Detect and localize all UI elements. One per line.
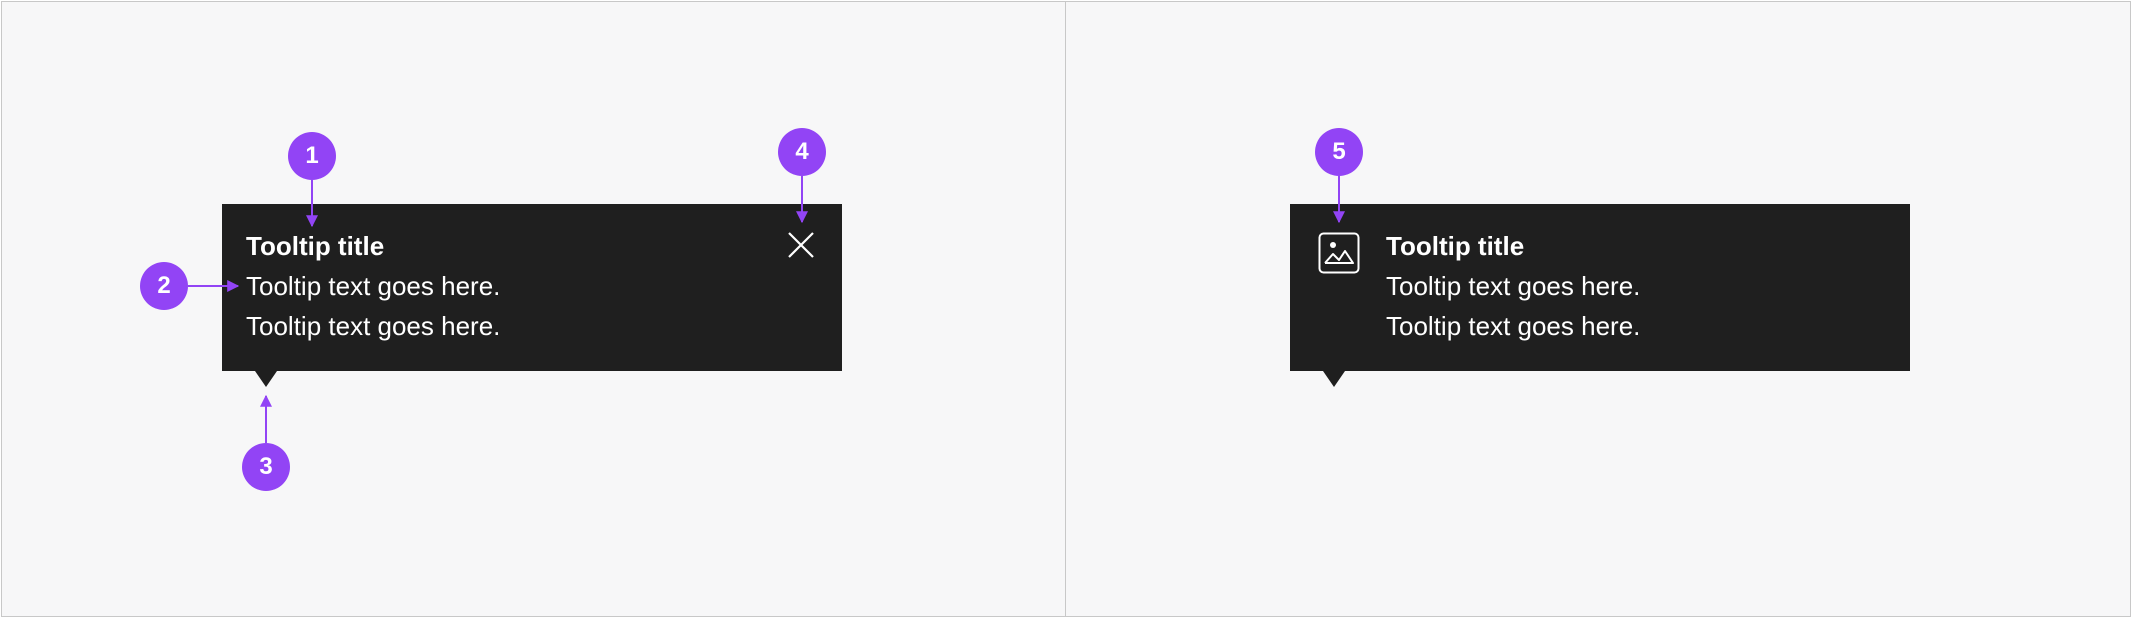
tooltip-text-line-2: Tooltip text goes here. xyxy=(1386,311,1641,341)
callout-4: 4 xyxy=(778,128,826,176)
tooltip-text-line-2: Tooltip text goes here. xyxy=(246,311,501,341)
callout-5: 5 xyxy=(1315,128,1363,176)
tooltip-with-close: Tooltip title Tooltip text goes here. To… xyxy=(222,204,842,387)
image-icon xyxy=(1318,232,1360,274)
tooltip-title: Tooltip title xyxy=(1386,231,1525,261)
tooltip-text-line-1: Tooltip text goes here. xyxy=(246,271,501,301)
tooltip-tail xyxy=(255,371,277,387)
tooltip-text-line-1: Tooltip text goes here. xyxy=(1386,271,1641,301)
tooltip-tail xyxy=(1323,371,1345,387)
callout-3: 3 xyxy=(242,443,290,491)
callout-2: 2 xyxy=(140,262,188,310)
close-icon[interactable] xyxy=(786,230,816,260)
tooltip-with-icon: Tooltip title Tooltip text goes here. To… xyxy=(1290,204,1910,387)
callout-1: 1 xyxy=(288,132,336,180)
tooltip-title: Tooltip title xyxy=(246,231,385,261)
